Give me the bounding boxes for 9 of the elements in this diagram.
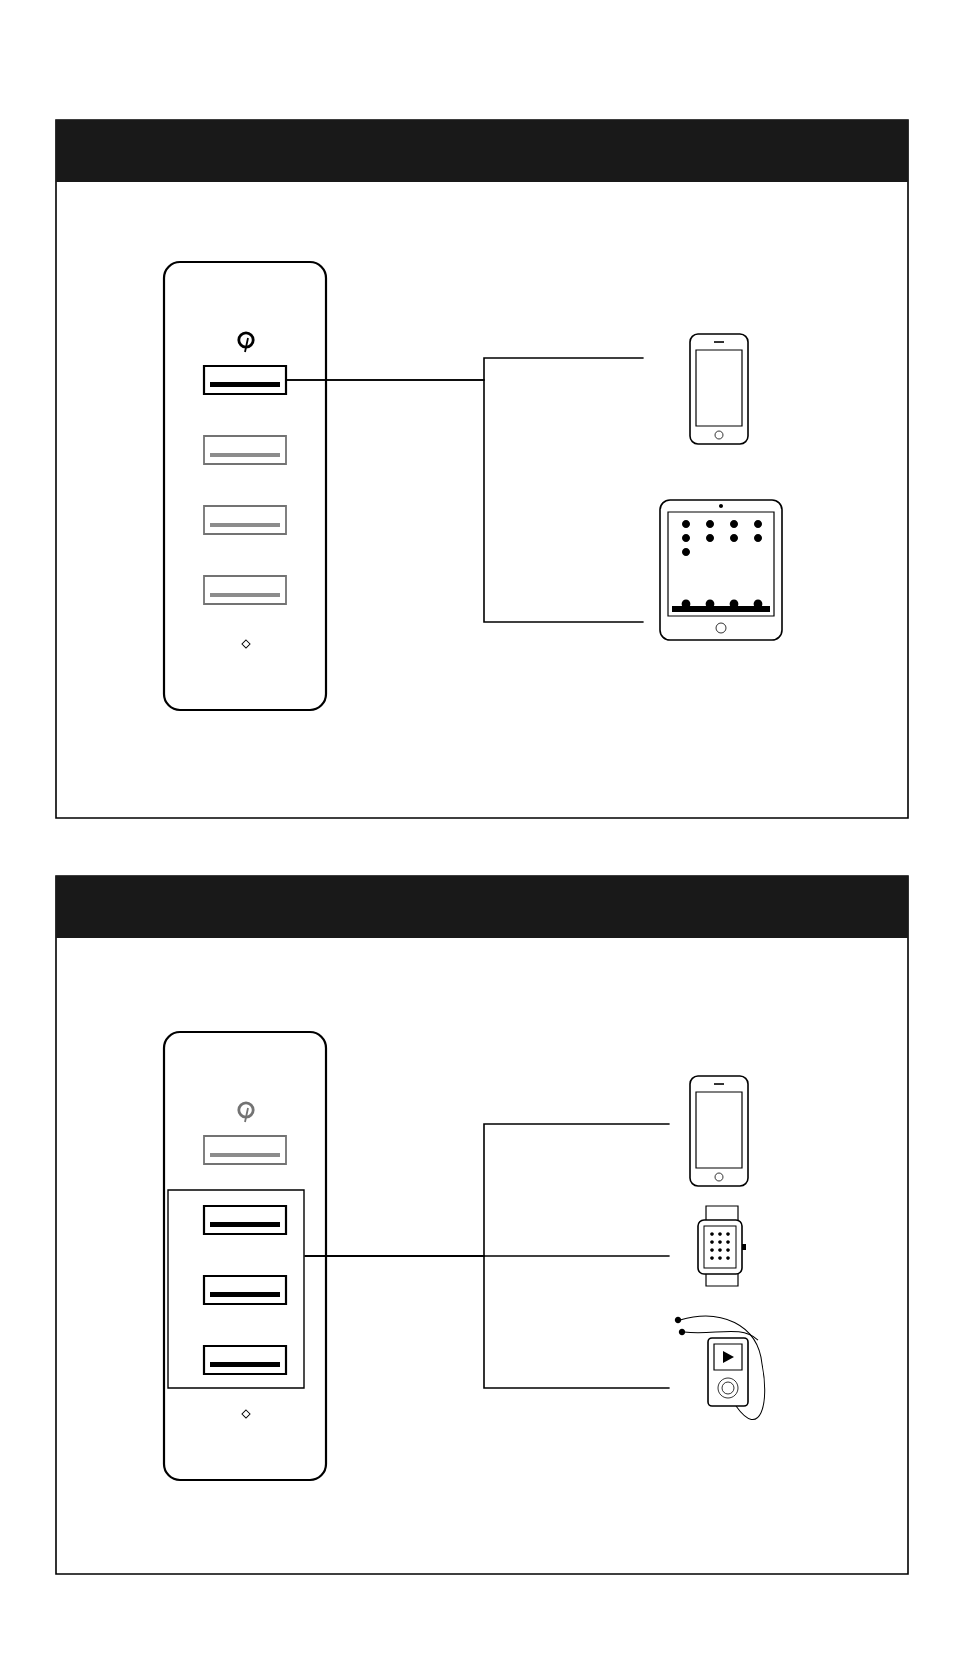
music-player-drawing — [674, 1315, 766, 1420]
connector-line — [303, 1255, 671, 1389]
phone-drawing — [689, 333, 749, 445]
tablet-drawing — [659, 499, 783, 641]
connector-line — [285, 379, 645, 623]
phone-drawing — [689, 1075, 749, 1187]
usb-port — [202, 364, 288, 396]
port-group-frame — [167, 1189, 305, 1389]
smartwatch-drawing — [697, 1205, 746, 1287]
